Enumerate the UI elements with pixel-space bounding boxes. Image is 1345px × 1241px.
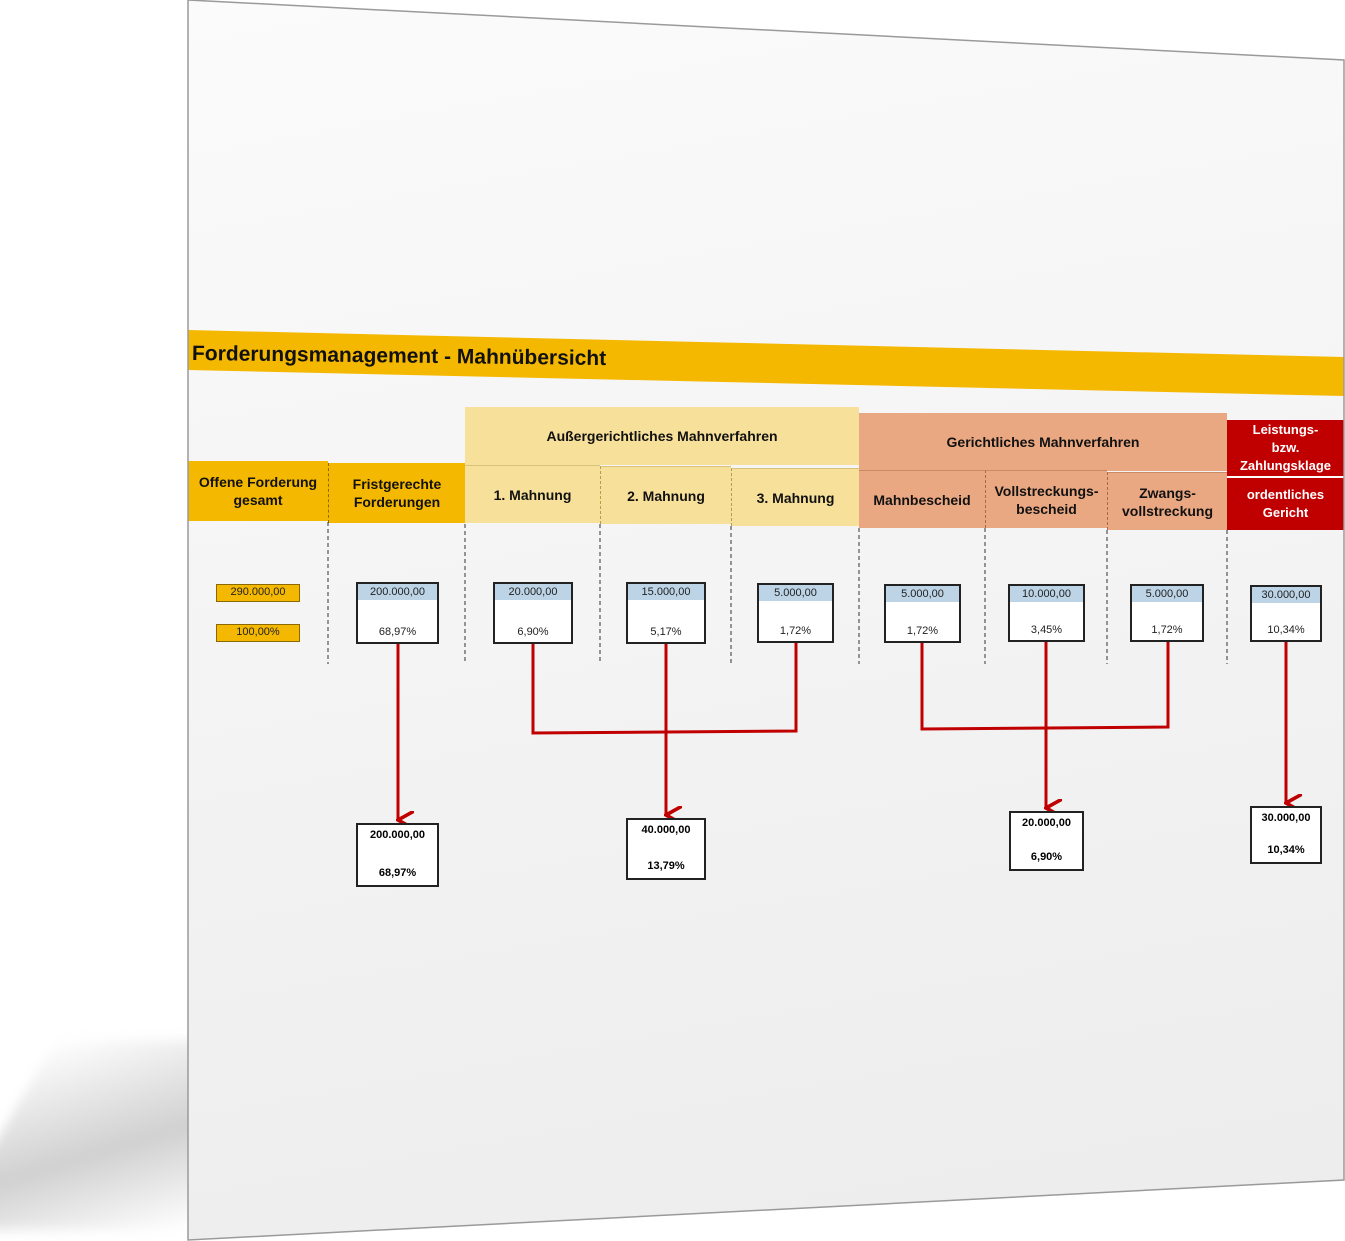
summary-amount: 200.000,00 [369,829,426,841]
summary-ordentliches-gericht: 30.000,00 10,34% [1250,806,1322,864]
summary-percent: 6,90% [1030,851,1063,863]
summary-amount: 20.000,00 [1022,817,1071,829]
summary-amount: 40.000,00 [641,824,691,836]
summary-aussergerichtlich: 40.000,00 13,79% [626,818,706,880]
summary-amount: 30.000,00 [1261,812,1311,824]
summary-gerichtlich: 20.000,00 6,90% [1009,811,1084,871]
summary-fristgerecht: 200.000,00 68,97% [356,823,439,887]
flow-arrows [188,642,1344,1240]
worksheet-page: Forderungsmanagement - Mahnübersicht Auß… [188,0,1344,1240]
summary-percent: 68,97% [378,867,417,879]
summary-percent: 13,79% [647,860,685,872]
summary-percent: 10,34% [1267,844,1305,856]
